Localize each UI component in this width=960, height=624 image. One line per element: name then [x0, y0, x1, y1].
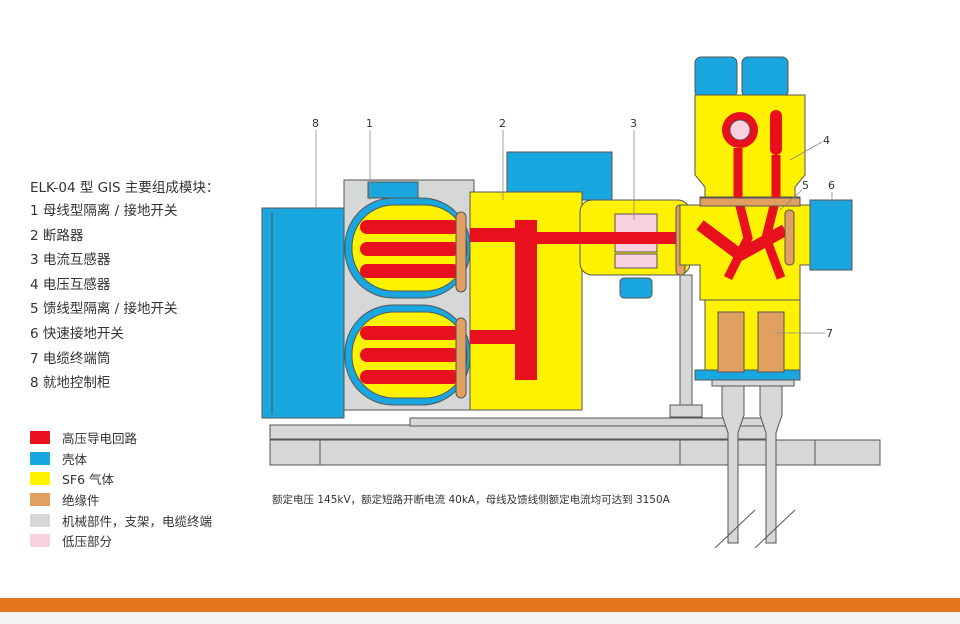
- callout-6: 6: [828, 179, 835, 192]
- module-item: 6 快速接地开关: [30, 325, 124, 342]
- module-item: 5 馈线型隔离 / 接地开关: [30, 301, 178, 318]
- color-swatch: [30, 451, 50, 465]
- color-legend-item: 机械部件，支架，电缆终端: [30, 510, 212, 531]
- color-legend-item: 高压导电回路: [30, 427, 212, 448]
- color-legend-item: SF6 气体: [30, 468, 212, 489]
- color-legend-item: 绝缘件: [30, 489, 212, 510]
- module-item: 4 电压互感器: [30, 276, 111, 293]
- legend-title: ELK-04 型 GIS 主要组成模块：: [30, 180, 220, 196]
- rating-note: 额定电压 145kV，额定短路开断电流 40kA，母线及馈线侧额定电流均可达到 …: [272, 494, 670, 506]
- callout-8: 8: [312, 117, 319, 130]
- callout-3: 3: [630, 117, 637, 130]
- color-legend-item: 壳体: [30, 448, 212, 469]
- color-swatch: [30, 492, 50, 506]
- module-item: 2 断路器: [30, 227, 84, 244]
- base-rail: [269, 439, 881, 466]
- color-swatch: [30, 534, 50, 548]
- module-list: 1 母线型隔离 / 接地开关 2 断路器 3 电流互感器 4 电压互感器 5 馈…: [30, 201, 178, 398]
- callout-4: 4: [823, 134, 830, 147]
- callout-1: 1: [366, 117, 373, 130]
- fast-earthing-switch: [809, 199, 853, 271]
- color-swatch: [30, 430, 50, 444]
- cable-leg: [759, 384, 783, 544]
- base-frame: [269, 424, 771, 440]
- footer-strip: [0, 612, 960, 624]
- module-item: 8 就地控制柜: [30, 375, 111, 392]
- color-swatch: [30, 513, 50, 527]
- callout-5: 5: [802, 179, 809, 192]
- color-legend: 高压导电回路 壳体 SF6 气体 绝缘件 机械部件，支架，电缆终端 低压部分: [30, 427, 212, 551]
- module-item: 1 母线型隔离 / 接地开关: [30, 203, 178, 219]
- voltage-transformer: [694, 94, 806, 198]
- color-swatch: [30, 472, 50, 486]
- callout-7: 7: [826, 327, 833, 340]
- color-legend-item: 低压部分: [30, 530, 212, 551]
- support-leg: [679, 274, 693, 411]
- cable-leg: [721, 384, 745, 544]
- control-cabinet: [261, 207, 345, 419]
- module-item: 3 电流互感器: [30, 252, 111, 269]
- footer-bar: [0, 598, 960, 612]
- callout-2: 2: [499, 117, 506, 130]
- module-item: 7 电缆终端筒: [30, 350, 111, 367]
